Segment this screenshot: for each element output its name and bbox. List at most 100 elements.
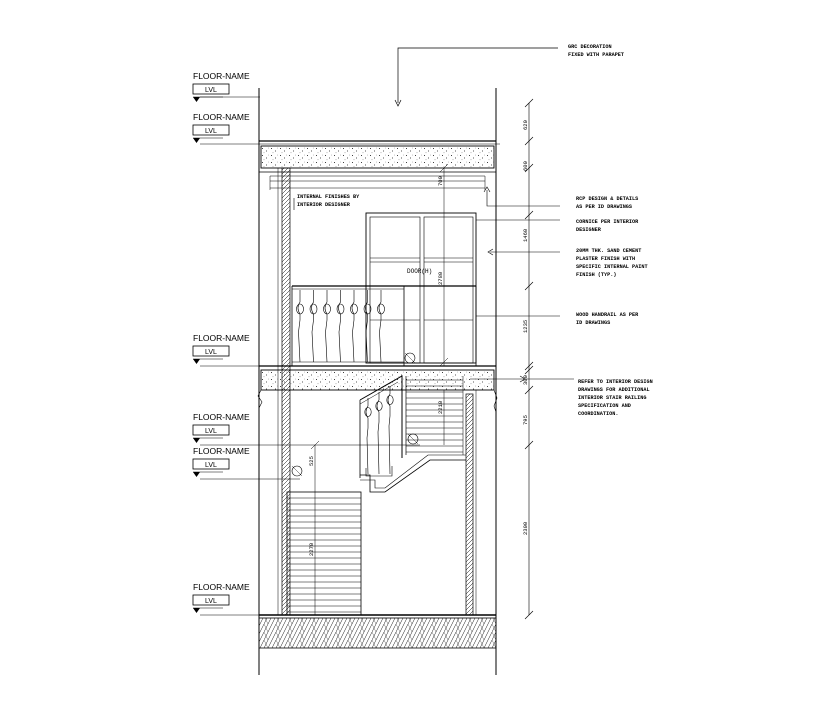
dim-text: 1460 <box>522 229 529 242</box>
lower-stair <box>286 375 466 616</box>
note-line: DESIGNER <box>576 227 602 233</box>
baluster <box>351 290 355 363</box>
baluster <box>365 290 368 363</box>
annotation-note: RCP DESIGN & DETAILS AS PER ID DRAWINGS <box>576 196 638 210</box>
note-line: SPECIFICATION AND <box>578 403 631 409</box>
annotation-note: GRC DECORATION FIXED WITH PARAPET <box>568 44 624 58</box>
note-line: AS PER ID DRAWINGS <box>576 204 632 210</box>
dimension-tick <box>524 210 534 220</box>
baluster <box>324 290 328 363</box>
dim-text: 2270 <box>308 543 315 556</box>
baluster <box>376 392 380 475</box>
note-line: 20MM THK. SAND CEMENT <box>576 248 641 254</box>
level-tag: LVL <box>205 428 217 435</box>
right-plaster-wall <box>465 393 474 616</box>
baluster-knot <box>386 395 394 405</box>
baluster <box>297 290 301 363</box>
dimension-tick <box>524 163 534 173</box>
baluster <box>365 398 369 475</box>
baluster <box>387 386 391 475</box>
dim-text: 2300 <box>522 522 529 535</box>
dim-text: 700 <box>437 176 444 186</box>
baluster-knot <box>296 303 304 315</box>
level-marker: FLOOR-NAME LVL <box>192 71 250 102</box>
note-leaders <box>293 186 574 383</box>
dimension-tick <box>524 281 534 291</box>
note-line: COORDINATION. <box>578 411 618 417</box>
level-marker: FLOOR-NAME LVL <box>192 446 250 477</box>
level-name: FLOOR-NAME <box>193 71 250 81</box>
left-plaster-wall <box>281 167 291 616</box>
dim-text: 300 <box>522 375 529 385</box>
level-name: FLOOR-NAME <box>193 412 250 422</box>
note-line: RCP DESIGN & DETAILS <box>576 196 638 202</box>
note-line: SPECIFIC INTERNAL PAINT <box>576 264 648 270</box>
note-line: DRAWINGS FOR ADDITIONAL <box>578 387 650 393</box>
dim-text: 1235 <box>522 320 529 333</box>
door-tag: DOOR(H) <box>407 268 432 275</box>
interior-dimensions: 700 2780 2210 525 2270 <box>308 163 449 615</box>
dim-text: 795 <box>522 415 529 425</box>
note-line: FINISH (TYP.) <box>576 272 616 278</box>
level-tag: LVL <box>205 87 217 94</box>
baluster <box>338 290 341 363</box>
ground-slab <box>258 617 497 649</box>
baluster-knot <box>377 303 385 315</box>
dimension-tick <box>524 136 534 146</box>
note-line: REFER TO INTERIOR DESIGN <box>578 379 653 385</box>
level-name: FLOOR-NAME <box>193 333 250 343</box>
door-elevation: DOOR(H) <box>365 212 477 364</box>
level-name: FLOOR-NAME <box>193 446 250 456</box>
dimension-tick <box>524 365 534 375</box>
note-line: GRC DECORATION <box>568 44 612 50</box>
note-line: PLASTER FINISH WITH <box>576 256 635 262</box>
baluster-knot <box>350 303 358 315</box>
dim-text: 620 <box>522 120 529 130</box>
roof-slab <box>260 145 495 169</box>
note-line: WOOD HANDRAIL AS PER <box>576 312 639 318</box>
level-marker: FLOOR-NAME LVL <box>192 333 250 364</box>
dimension-tick <box>524 98 534 108</box>
baluster <box>311 290 314 363</box>
note-line: FIXED WITH PARAPET <box>568 52 624 58</box>
annotation-note: INTERNAL FINISHES BY INTERIOR DESIGNER <box>297 194 360 208</box>
level-name: FLOOR-NAME <box>193 112 250 122</box>
note-line: CORNICE PER INTERIOR <box>576 219 639 225</box>
right-dimension-chain: 620 600 1460 1235 300 795 2300 <box>522 98 534 620</box>
dim-text: 600 <box>522 161 529 171</box>
dimension-tick <box>524 385 534 395</box>
annotation-note: 20MM THK. SAND CEMENT PLASTER FINISH WIT… <box>576 248 648 278</box>
dim-text: 2210 <box>437 401 444 414</box>
level-tag: LVL <box>205 349 217 356</box>
baluster-knot <box>375 401 383 411</box>
baluster-knot <box>364 407 372 417</box>
level-tag: LVL <box>205 128 217 135</box>
level-marker: FLOOR-NAME LVL <box>192 412 250 443</box>
annotation-note: REFER TO INTERIOR DESIGN DRAWINGS FOR AD… <box>578 379 653 417</box>
baluster <box>378 290 382 363</box>
baluster-knot <box>336 303 345 315</box>
building-section <box>257 88 498 675</box>
note-line: ID DRAWINGS <box>576 320 610 326</box>
dimension-tick <box>524 361 534 371</box>
annotation-note: CORNICE PER INTERIOR DESIGNER <box>576 219 639 233</box>
dimension-tick <box>524 610 534 620</box>
dim-text: 2780 <box>437 272 444 285</box>
baluster-knot <box>309 303 318 315</box>
parapet-leader <box>394 47 558 107</box>
dimension-tick <box>524 440 534 450</box>
baluster-knot <box>363 303 372 315</box>
upper-balustrade <box>291 285 477 366</box>
annotation-note: WOOD HANDRAIL AS PER ID DRAWINGS <box>576 312 639 326</box>
note-line: INTERIOR STAIR RAILING <box>578 395 647 401</box>
level-tag: LVL <box>205 462 217 469</box>
baluster-knot <box>323 303 331 315</box>
level-marker: FLOOR-NAME LVL <box>192 582 250 613</box>
level-name: FLOOR-NAME <box>193 582 250 592</box>
dim-text: 525 <box>308 456 315 466</box>
level-tag: LVL <box>205 598 217 605</box>
level-lines <box>200 96 500 616</box>
note-line: INTERNAL FINISHES BY <box>297 194 360 200</box>
level-marker: FLOOR-NAME LVL <box>192 112 250 143</box>
